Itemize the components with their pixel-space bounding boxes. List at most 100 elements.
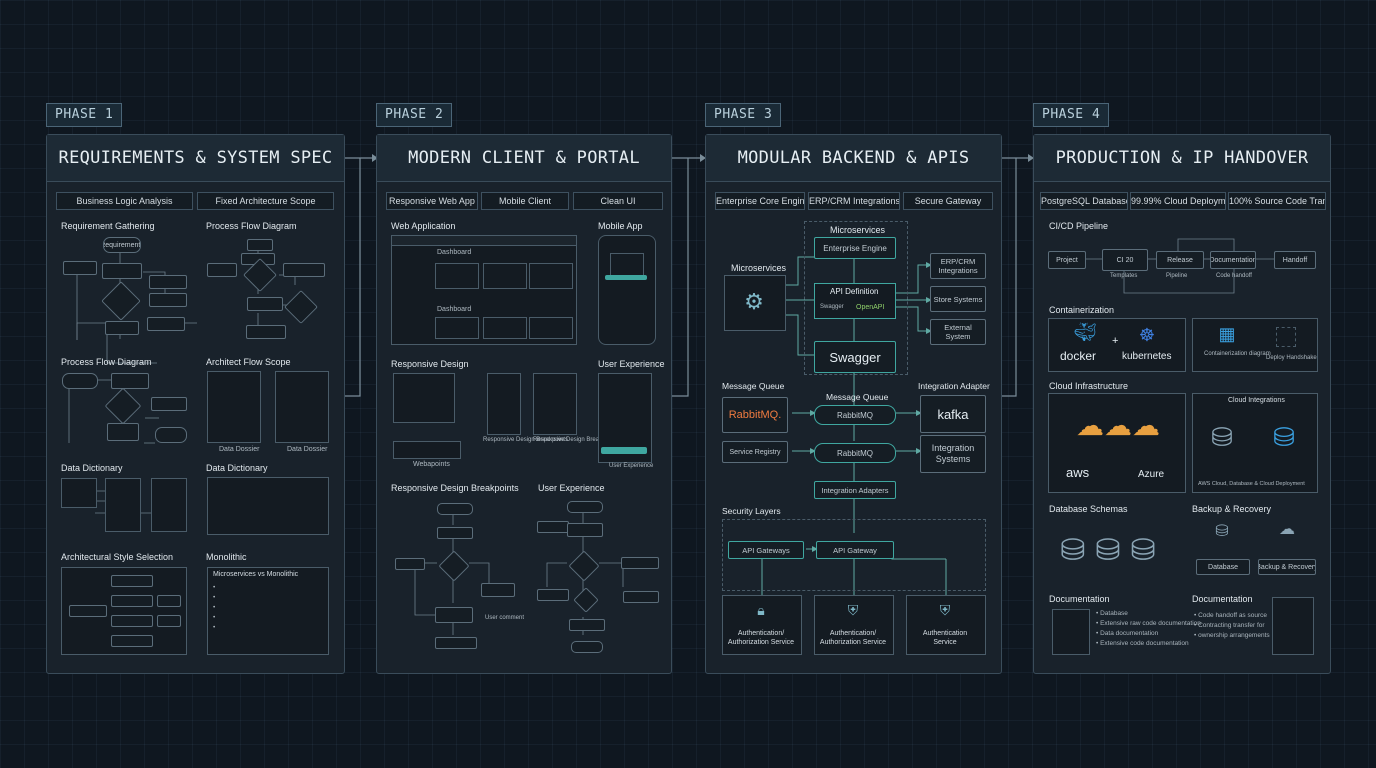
phase-4-chip-cloud-deployment: 99.99% Cloud Deployment <box>1130 192 1226 210</box>
document-icon <box>207 371 261 443</box>
api-gateway-node: API Gateway <box>816 541 894 559</box>
message-queue-label-1: Message Queue <box>722 381 785 391</box>
phase-2-chip-web-app: Responsive Web App <box>386 192 478 210</box>
api-definition-box <box>814 283 896 319</box>
monolithic-bullets: ••••• <box>213 584 216 631</box>
microservices-group-label: Microservices <box>830 225 886 235</box>
process-flow-diagram-label-2: Process Flow Diagram <box>61 357 152 367</box>
phase-4-panel: PRODUCTION & IP HANDOVER PostgreSQL Data… <box>1033 134 1331 674</box>
flow-node <box>569 619 605 631</box>
phase-4-chip-postgresql: PostgreSQL Database <box>1040 192 1128 210</box>
process-flow-diagram-label: Process Flow Diagram <box>206 221 297 231</box>
phase-3-panel: MODULAR BACKEND & APIS Enterprise Core E… <box>705 134 1002 674</box>
flow-node <box>107 423 139 441</box>
end-node <box>155 427 187 443</box>
external-system-node: External System <box>930 319 986 345</box>
rabbitmq-logo: RabbitMQ. <box>722 397 788 433</box>
api-definition-label: API Definition <box>830 287 879 296</box>
phase-2-chip-clean-ui: Clean UI <box>573 192 663 210</box>
phase-2-title: MODERN CLIENT & PORTAL <box>377 135 671 182</box>
arch-node <box>111 615 153 627</box>
pipeline-project-node: Project <box>1048 251 1086 269</box>
browser-bar <box>391 235 577 246</box>
flow-start <box>567 501 603 513</box>
documentation-label-2: Documentation <box>1192 594 1253 604</box>
phase-3-title: MODULAR BACKEND & APIS <box>706 135 1001 182</box>
arch-node <box>69 605 107 617</box>
dashboard-label: Dashboard <box>437 249 472 256</box>
user-comment-label: User comment <box>485 615 525 621</box>
flow-node <box>207 263 237 277</box>
flow-node <box>623 591 659 603</box>
containerization-diagram-label: Containerization diagram <box>1204 351 1271 357</box>
phase-2-tag: PHASE 2 <box>376 103 453 127</box>
erp-crm-node: ERP/CRM Integrations <box>930 253 986 279</box>
phase-1-panel: REQUIREMENTS & SYSTEM SPEC Business Logi… <box>46 134 345 674</box>
rabbitmq-queue-1: RabbitMQ <box>814 405 896 425</box>
flow-node <box>105 321 139 335</box>
mobile-image-placeholder <box>610 253 644 279</box>
phase-4-title: PRODUCTION & IP HANDOVER <box>1034 135 1330 182</box>
ux-flow-label: User Experience <box>538 483 605 493</box>
auth-service-1 <box>722 595 802 655</box>
content-block <box>483 317 527 339</box>
auth-service-2 <box>814 595 894 655</box>
code-handoff-label: Code handoff <box>1216 273 1252 279</box>
mobile-cta-button[interactable] <box>605 275 647 280</box>
cloud-caption: AWS Cloud, Database & Cloud Deployment <box>1198 481 1305 487</box>
flow-node <box>102 263 142 279</box>
flow-node <box>63 261 97 275</box>
flow-node <box>111 373 149 389</box>
pipeline-ci-node: CI 20 <box>1102 249 1148 271</box>
flow-node <box>247 297 283 311</box>
doc-bullet-4: Extensive code documentation <box>1100 640 1189 647</box>
table-entity <box>151 478 187 532</box>
rabbitmq-queue-2: RabbitMQ <box>814 443 896 463</box>
data-dictionary-label-1: Data Dictionary <box>61 463 123 473</box>
flow-node <box>435 637 477 649</box>
decision-node <box>101 281 141 321</box>
phase-1-chip-architecture-scope: Fixed Architecture Scope <box>197 192 334 210</box>
backup-database-icon: ⛁ <box>1215 523 1229 540</box>
decision-node <box>438 550 470 582</box>
deploy-target-icon <box>1276 327 1296 347</box>
arch-node <box>111 575 153 587</box>
user-experience-label: User Experience <box>598 359 665 369</box>
monolithic-notes <box>207 567 329 655</box>
start-node <box>62 373 98 389</box>
phase-1-chip-business-logic: Business Logic Analysis <box>56 192 193 210</box>
arch-node <box>157 615 181 627</box>
backup-database-node: Database <box>1196 559 1250 575</box>
document-icon <box>275 371 329 443</box>
flow-node <box>435 607 473 623</box>
flow-node <box>481 583 515 597</box>
kubernetes-helm-icon: ☸ <box>1138 324 1156 345</box>
kafka-logo: kafka <box>920 395 986 433</box>
phase-4-chip-source-transfer: 100% Source Code Transfer <box>1228 192 1326 210</box>
security-layers-label: Security Layers <box>722 506 781 516</box>
aws-logo-text: aws <box>1066 465 1090 480</box>
ux-submit-button[interactable] <box>601 447 647 454</box>
phase-2-chip-mobile-client: Mobile Client <box>481 192 569 210</box>
auth-service-1-label: Authentication/ Authorization Service <box>727 630 795 646</box>
cloud-restore-icon: ☁ <box>1279 521 1295 538</box>
phase-4-tag: PHASE 4 <box>1033 103 1110 127</box>
phase-1-title: REQUIREMENTS & SYSTEM SPEC <box>47 135 344 182</box>
content-block <box>529 317 573 339</box>
content-block <box>435 317 479 339</box>
breakpoints-label-1: Webapoints <box>413 461 450 468</box>
cloud-gear-icon: ⚙ <box>744 289 764 314</box>
shield-icon: ⛨ <box>939 601 951 618</box>
flow-node <box>149 293 187 307</box>
desktop-breakpoint <box>393 373 455 423</box>
backup-recovery-node: Backup & Recovery <box>1258 559 1316 575</box>
docker-kubernetes-box <box>1048 318 1186 372</box>
store-systems-node: Store Systems <box>930 286 986 312</box>
flow-node <box>247 239 273 251</box>
data-dossier-label-1: Data Dossier <box>219 446 260 453</box>
database-schema-icons: ⛁⛁⛁ <box>1060 533 1166 567</box>
database-schemas-label: Database Schemas <box>1049 504 1128 514</box>
cicd-label: CI/CD Pipeline <box>1049 221 1109 231</box>
monolithic-notes-heading: Microservices vs Monolithic <box>213 571 299 578</box>
integration-adapters-node: Integration Adapters <box>814 481 896 499</box>
